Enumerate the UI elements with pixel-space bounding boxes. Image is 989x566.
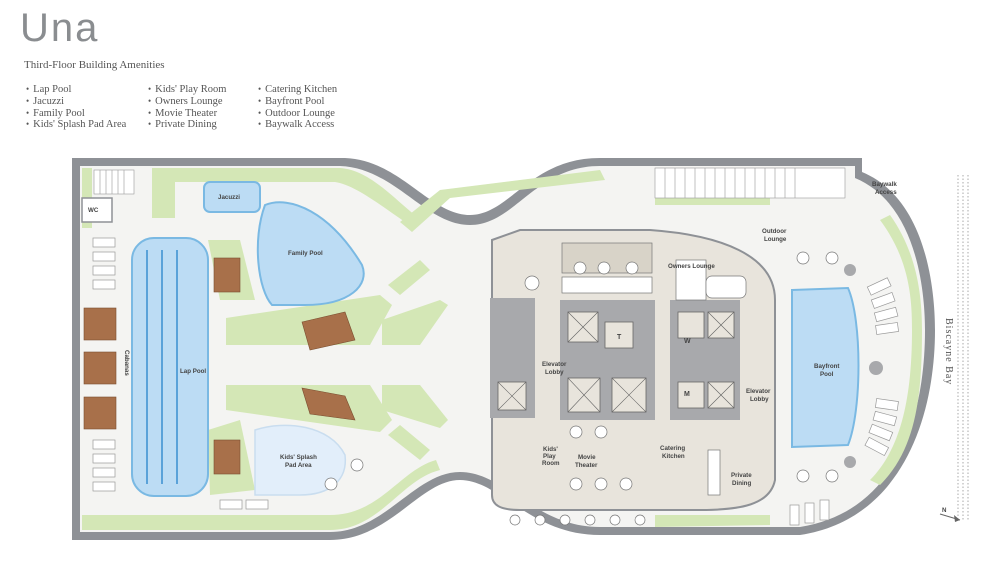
label-movie-2: Theater: [575, 462, 598, 469]
label-catering-2: Kitchen: [662, 453, 685, 460]
amenity-item: Lap Pool: [26, 84, 126, 96]
label-kids-play-1: Kids': [543, 446, 558, 453]
label-lap-pool: Lap Pool: [180, 368, 206, 375]
amenities-subtitle: Third-Floor Building Amenities: [24, 59, 165, 71]
amenity-item: Kids' Play Room: [148, 84, 226, 96]
label-dining-1: Private: [731, 472, 752, 479]
amenity-item: Outdoor Lounge: [258, 108, 337, 120]
label-north: N: [942, 507, 947, 514]
theater-seats: [569, 425, 633, 491]
amenity-item: Baywalk Access: [258, 119, 337, 131]
bay-edge-lines: [957, 175, 969, 520]
lounge-furniture: [524, 242, 747, 301]
kids-splash-pad: [254, 424, 346, 496]
label-bayfront-2: Pool: [820, 371, 834, 378]
label-biscayne-bay: Biscayne Bay: [943, 318, 954, 385]
label-elevator-t: T: [617, 334, 622, 341]
label-dining-2: Dining: [732, 480, 751, 487]
label-movie-1: Movie: [578, 454, 596, 461]
amenity-item: Private Dining: [148, 119, 226, 131]
amenity-item: Kids' Splash Pad Area: [26, 119, 126, 131]
jacuzzi: [203, 181, 261, 213]
amenities-list-col2: Kids' Play Room Owners Lounge Movie Thea…: [148, 84, 226, 131]
stairs-topright: [654, 167, 846, 199]
loungers-left: [92, 237, 269, 510]
outdoor-tables: [324, 251, 839, 526]
wood-decks: [83, 257, 356, 475]
label-elevator-lobby-right-2: Lobby: [750, 396, 769, 403]
label-wc: WC: [88, 207, 99, 214]
amenity-item: Family Pool: [26, 108, 126, 120]
label-outdoor-1: Outdoor: [762, 228, 787, 235]
label-owners-lounge: Owners Lounge: [668, 263, 715, 270]
north-arrow-icon: N: [939, 507, 961, 522]
family-pool: [256, 201, 365, 306]
una-logo: Una: [20, 6, 100, 50]
amenity-item: Owners Lounge: [148, 96, 226, 108]
amenity-item: Jacuzzi: [26, 96, 126, 108]
label-baywalk-1: Baywalk: [872, 181, 897, 188]
bayfront-pool: [791, 286, 860, 449]
amenities-list-col1: Lap Pool Jacuzzi Family Pool Kids' Splas…: [26, 84, 126, 131]
label-elevator-lobby-left-1: Elevator: [542, 361, 567, 368]
columns: [844, 264, 883, 468]
elevator-x-marks: [497, 311, 735, 413]
amenities-list-col3: Catering Kitchen Bayfront Pool Outdoor L…: [258, 84, 337, 131]
lap-pool: [131, 237, 209, 497]
lap-pool-lanes: [146, 250, 178, 484]
label-kids-play-3: Room: [542, 460, 560, 467]
label-baywalk-2: Access: [875, 189, 897, 196]
label-elevator-w: W: [684, 338, 691, 345]
label-jacuzzi: Jacuzzi: [218, 194, 240, 201]
amenity-item: Movie Theater: [148, 108, 226, 120]
label-bayfront-1: Bayfront: [814, 363, 839, 370]
label-catering-1: Catering: [660, 445, 685, 452]
label-kids-play-2: Play: [543, 453, 556, 460]
label-elevator-lobby-right-1: Elevator: [746, 388, 771, 395]
label-cabanas: Cabanas: [123, 350, 130, 376]
amenity-item: Catering Kitchen: [258, 84, 337, 96]
wc-room: [81, 197, 113, 223]
amenity-item: Bayfront Pool: [258, 96, 337, 108]
label-family-pool: Family Pool: [288, 250, 323, 257]
stairs-topleft: [93, 169, 135, 195]
label-elevator-lobby-left-2: Lobby: [545, 369, 564, 376]
label-outdoor-2: Lounge: [764, 236, 787, 243]
label-kids-splash-1: Kids' Splash: [280, 454, 317, 461]
label-elevator-m: M: [684, 391, 690, 398]
loungers-right: [789, 277, 899, 526]
label-kids-splash-2: Pad Area: [285, 462, 312, 469]
dining-table: [707, 449, 721, 496]
